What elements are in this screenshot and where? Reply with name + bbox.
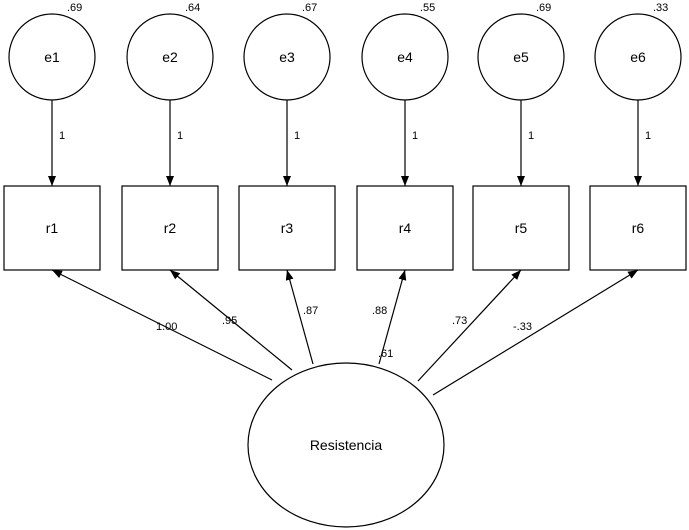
loading-coefficient: .95 — [222, 315, 237, 327]
error-variance: .55 — [420, 2, 435, 14]
loading-arrow — [432, 269, 639, 396]
error-label: e2 — [162, 49, 178, 65]
factor-variance: .61 — [378, 348, 393, 360]
indicator-box-r6 — [589, 185, 687, 271]
loading-arrow — [169, 269, 293, 371]
loading-coefficient: 1.00 — [156, 321, 177, 333]
error-variance: .69 — [536, 2, 551, 14]
error-path-coefficient: 1 — [645, 130, 651, 142]
error-label: e6 — [630, 49, 646, 65]
loading-arrow — [285, 269, 314, 365]
error-label: e1 — [44, 49, 60, 65]
loading-coefficient: .87 — [303, 305, 318, 317]
factor-ellipse-resistencia — [247, 362, 445, 528]
error-path-coefficient: 1 — [528, 130, 534, 142]
indicator-label: r3 — [281, 220, 294, 236]
error-variance: .69 — [67, 2, 82, 14]
loading-arrow — [378, 269, 407, 365]
error-label: e3 — [279, 49, 295, 65]
error-label: e5 — [513, 49, 529, 65]
indicator-label: r4 — [399, 220, 412, 236]
error-path-coefficient: 1 — [294, 130, 300, 142]
indicator-label: r2 — [164, 220, 177, 236]
indicator-box-r1 — [3, 185, 101, 271]
loading-arrow — [417, 269, 522, 382]
loading-coefficient: -.33 — [513, 321, 532, 333]
factor-label: Resistencia — [310, 437, 383, 453]
error-variance: .64 — [185, 2, 200, 14]
loading-coefficient: .73 — [452, 315, 467, 327]
indicator-label: r1 — [46, 220, 59, 236]
error-label: e4 — [397, 49, 413, 65]
indicator-box-r5 — [472, 185, 570, 271]
error-variance: .67 — [302, 2, 317, 14]
error-path-coefficient: 1 — [412, 130, 418, 142]
indicator-label: r6 — [632, 220, 645, 236]
error-variance: .33 — [653, 2, 668, 14]
error-path-coefficient: 1 — [59, 130, 65, 142]
loading-arrow — [51, 269, 273, 381]
error-path-coefficient: 1 — [177, 130, 183, 142]
indicator-label: r5 — [515, 220, 528, 236]
loading-coefficient: .88 — [372, 305, 387, 317]
indicator-box-r4 — [356, 185, 454, 271]
